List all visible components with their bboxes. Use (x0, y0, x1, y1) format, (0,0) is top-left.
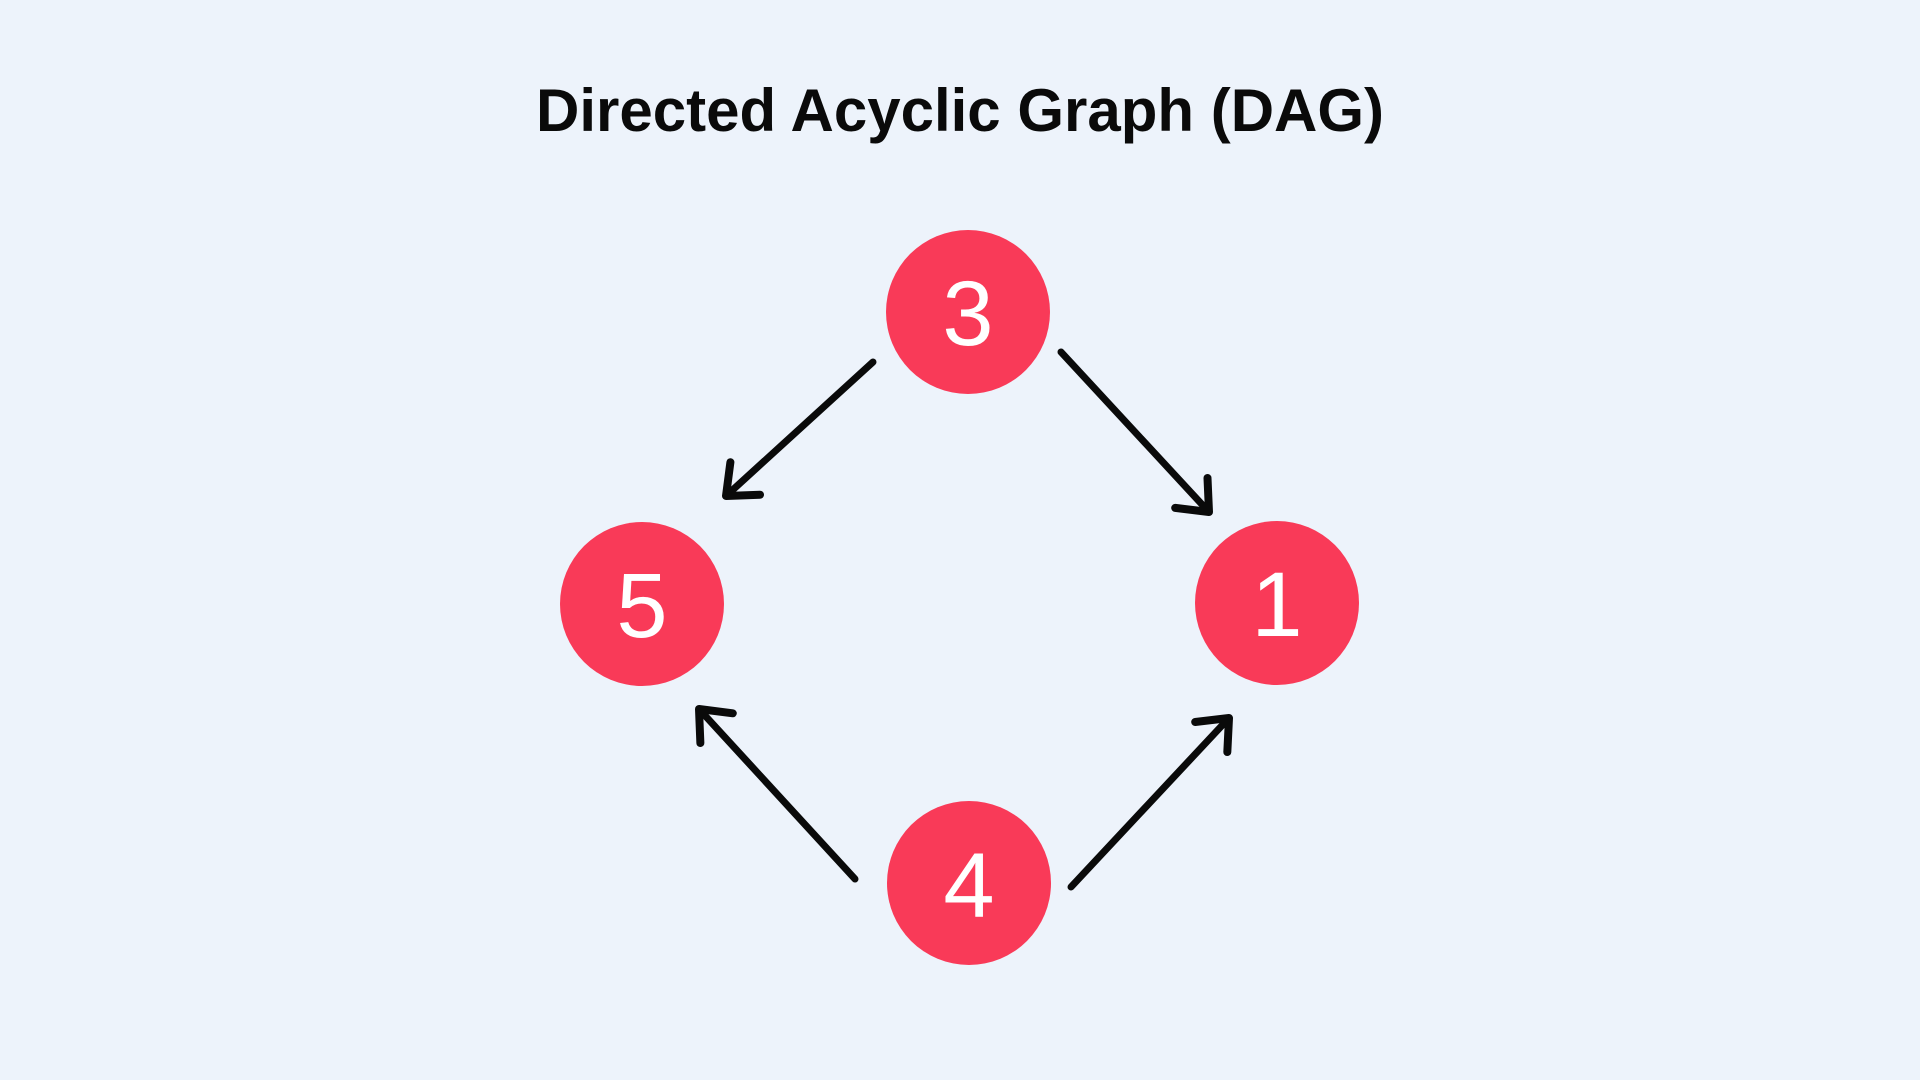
node-3: 3 (886, 230, 1050, 394)
node-1: 1 (1195, 521, 1359, 685)
diagram-title: Directed Acyclic Graph (DAG) (536, 77, 1384, 144)
edge-3-to-5 (722, 358, 877, 500)
node-4-label: 4 (943, 835, 994, 937)
node-3-label: 3 (942, 263, 993, 365)
node-4-circle (887, 801, 1051, 965)
edge-3-to-1 (1057, 348, 1213, 516)
node-5: 5 (560, 522, 724, 686)
edge-group (695, 348, 1233, 891)
node-5-label: 5 (616, 555, 667, 657)
node-5-circle (560, 522, 724, 686)
node-1-label: 1 (1251, 554, 1302, 656)
node-1-circle (1195, 521, 1359, 685)
node-4: 4 (887, 801, 1051, 965)
edge-4-to-1 (1067, 714, 1233, 891)
edge-4-to-5 (695, 705, 859, 883)
node-group: 3 5 1 4 (560, 230, 1359, 965)
node-3-circle (886, 230, 1050, 394)
